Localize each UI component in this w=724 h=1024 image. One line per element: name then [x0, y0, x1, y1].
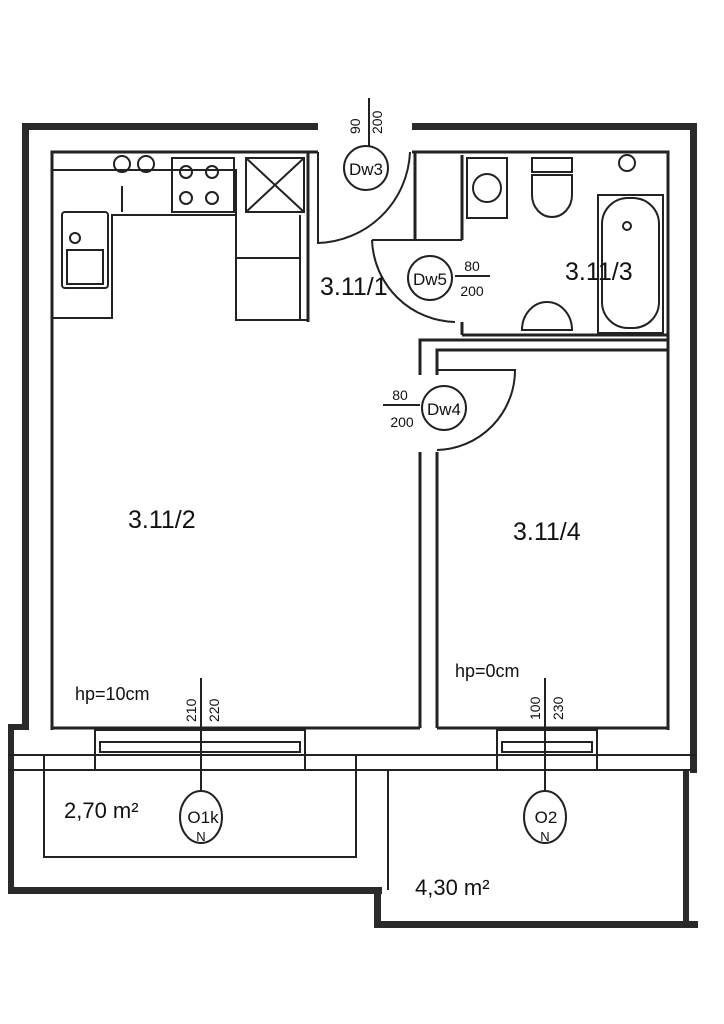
bathroom-fixtures — [466, 154, 664, 334]
door-tag: Dw4 — [427, 400, 461, 419]
window-height: 230 — [550, 696, 566, 720]
door-dw4: Dw4 80 200 — [390, 385, 467, 431]
floor-level-note: hp=10cm — [75, 684, 150, 704]
interior-walls — [50, 150, 670, 730]
door-height: 200 — [390, 414, 414, 430]
door-width: 80 — [392, 387, 408, 403]
balcony-area-right: 4,30 m² — [415, 875, 490, 900]
window-tag: O1k — [187, 808, 219, 827]
door-width: 90 — [347, 118, 363, 134]
outer-walls — [8, 123, 698, 928]
door-width: 80 — [464, 258, 480, 274]
balcony-area-left: 2,70 m² — [64, 798, 139, 823]
room-label-bath: 3.11/3 — [565, 258, 633, 286]
floor-level-note: hp=0cm — [455, 661, 520, 681]
door-dw5: Dw5 80 200 — [407, 255, 484, 301]
room-label-bedroom: 3.11/4 — [513, 518, 581, 546]
door-dw3: Dw3 90 200 — [343, 110, 389, 191]
door-tag: Dw5 — [413, 270, 447, 289]
kitchen-counter — [52, 155, 308, 321]
window-height: 220 — [206, 698, 222, 722]
door-height: 200 — [369, 110, 385, 134]
room-label-hall: 3.11/1 — [320, 273, 388, 301]
window-direction: N — [540, 829, 549, 844]
door-swings — [200, 98, 546, 795]
window-tag: O2 — [535, 808, 558, 827]
window-sill: 100 — [527, 696, 543, 720]
room-label-living: 3.11/2 — [128, 506, 196, 534]
window-o1k: hp=10cm 210 220 O1k N — [75, 684, 223, 844]
window-sill: 210 — [183, 698, 199, 722]
window-o2: hp=0cm 100 230 O2 N — [455, 661, 567, 844]
door-height: 200 — [460, 283, 484, 299]
window-direction: N — [196, 829, 205, 844]
door-tag: Dw3 — [349, 160, 383, 179]
